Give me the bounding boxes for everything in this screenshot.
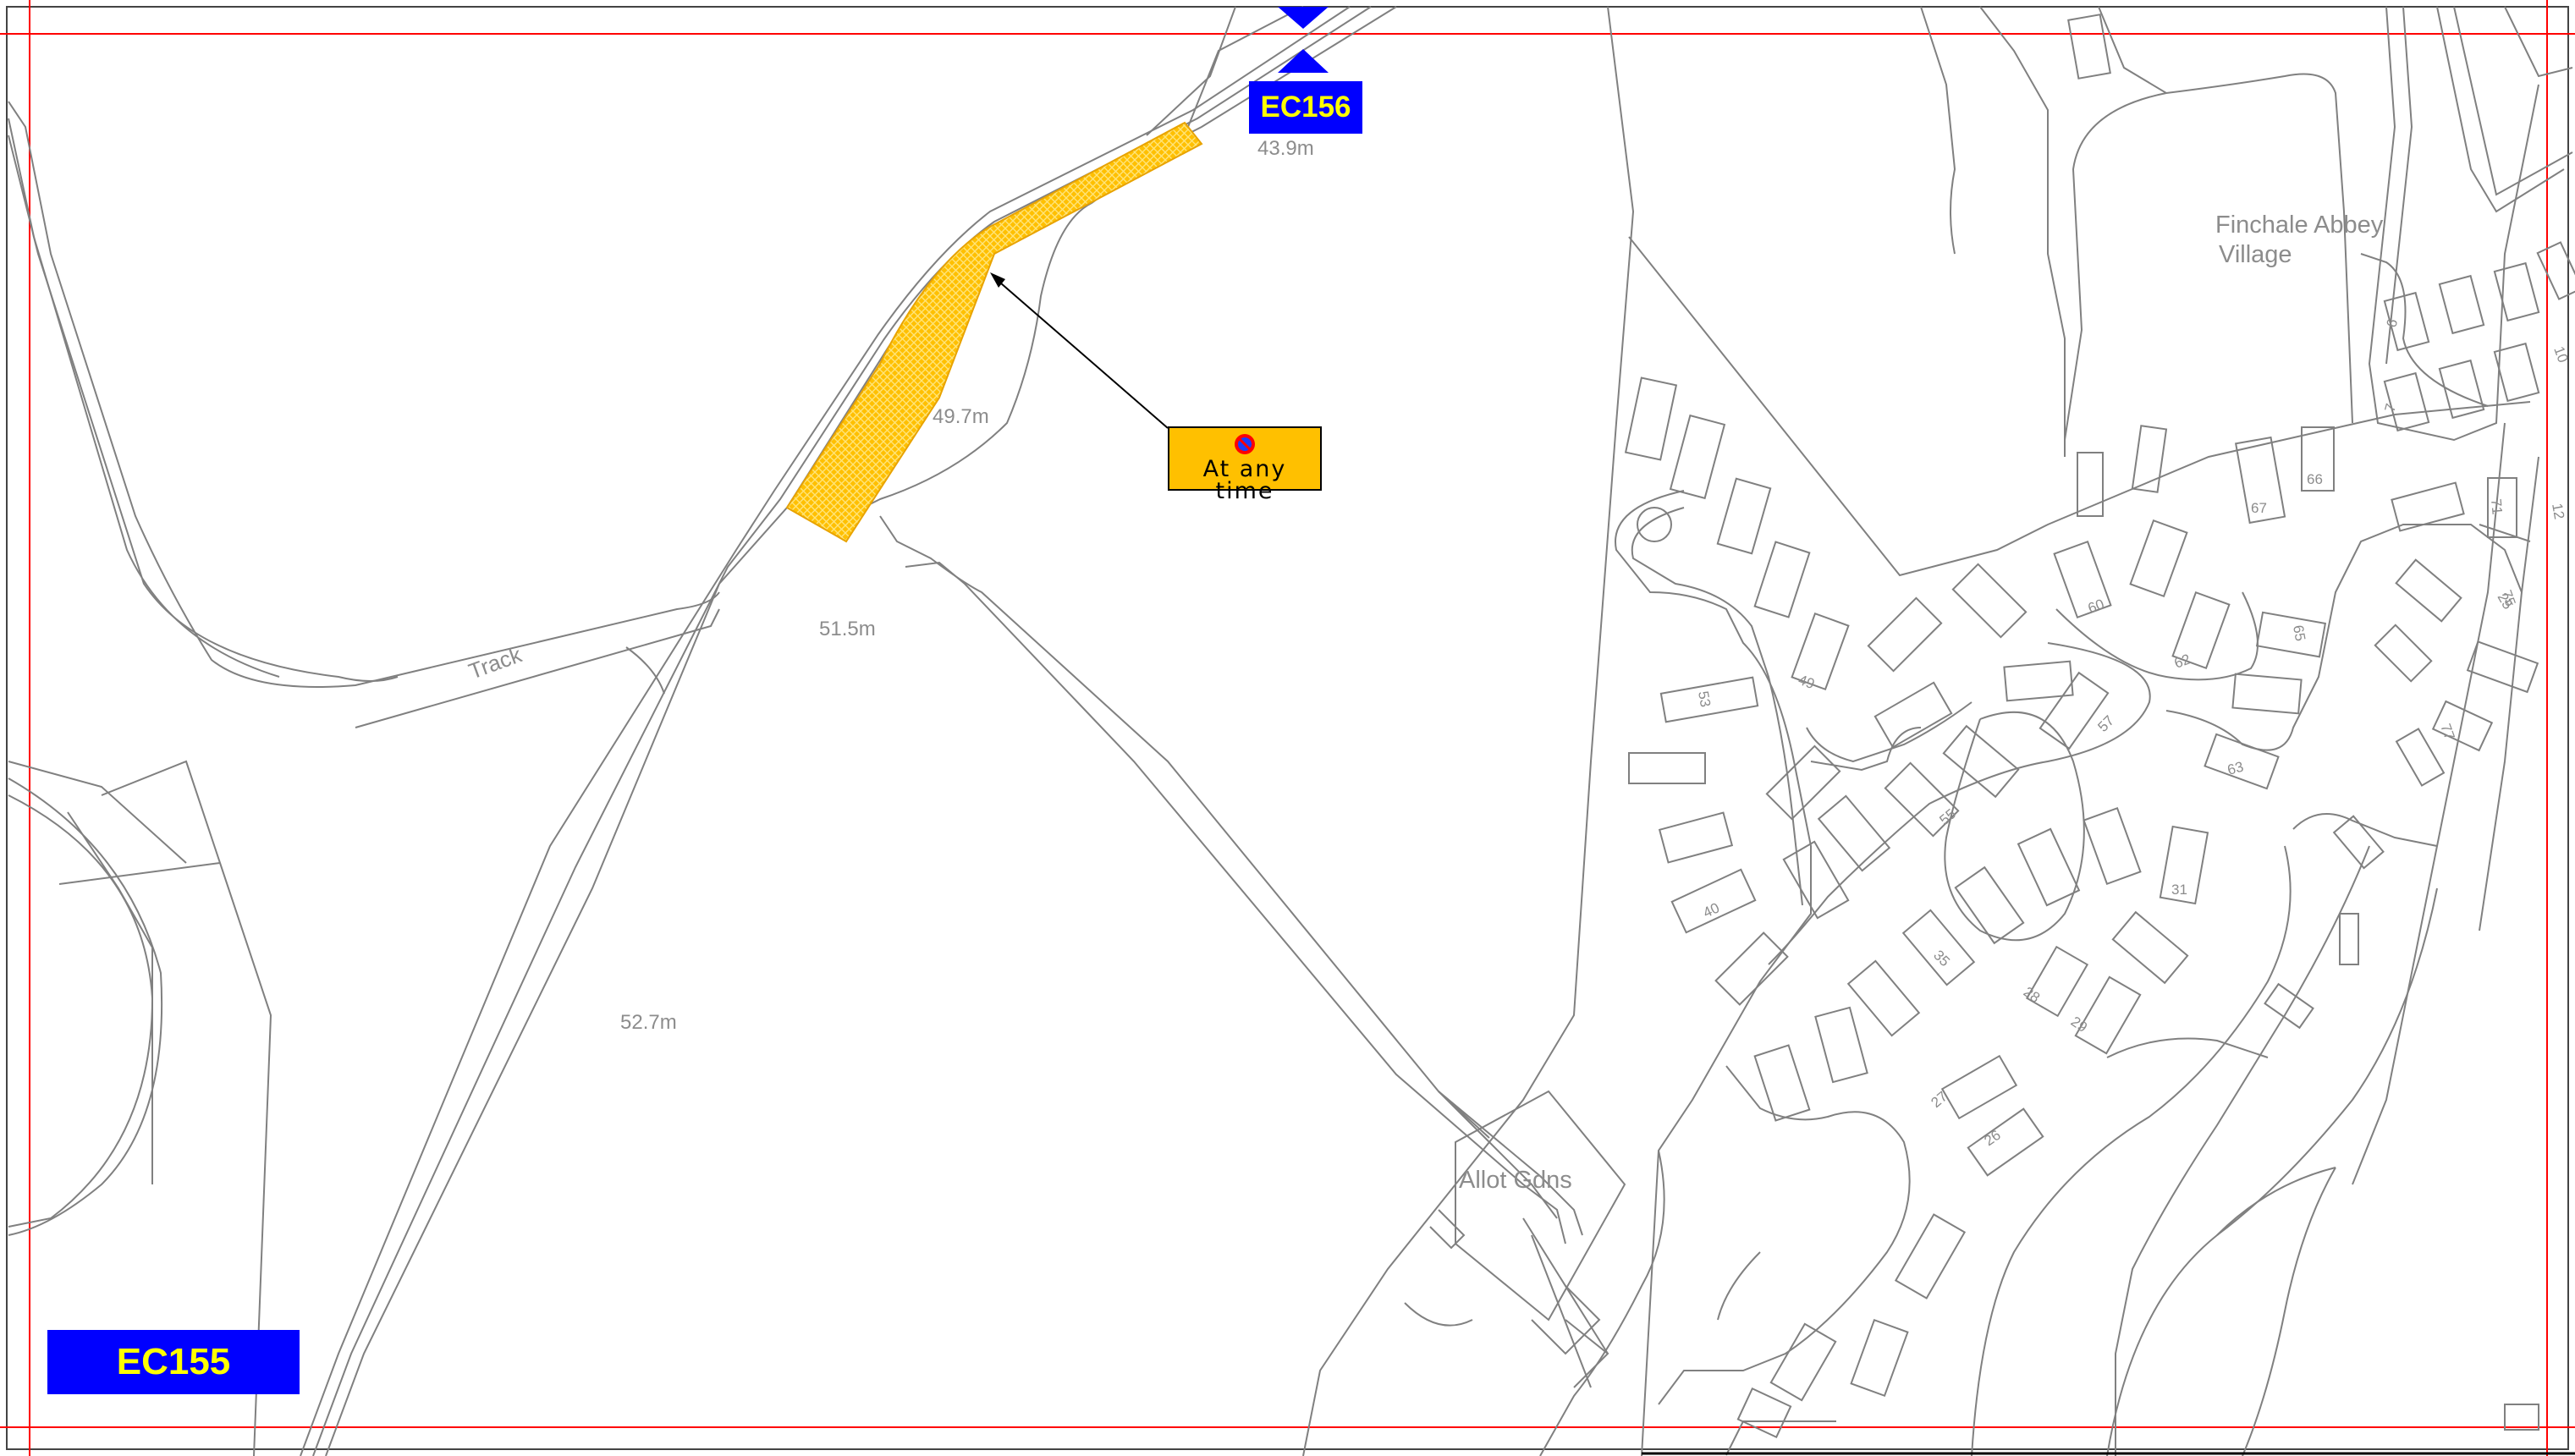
house-number: 63	[2226, 759, 2245, 778]
restriction-callout[interactable]: At any time	[1168, 426, 1322, 503]
no-waiting-icon	[1235, 434, 1255, 454]
road-linework	[8, 6, 1583, 1456]
allotments-label: Allot Gdns	[1459, 1167, 1572, 1194]
house-numbers: 6 7 10 12 25 26 27 28 29 31 35 40 49 53 …	[1695, 317, 2572, 1149]
house-number: 6	[2384, 317, 2402, 329]
sheet-reference-badge-current[interactable]: EC156	[1249, 81, 1362, 134]
sheet-link-arrow-up[interactable]	[1278, 7, 1329, 29]
sheet-reference-badge-adjacent[interactable]: EC155	[47, 1330, 300, 1394]
village-name-line-1: Finchale Abbey	[2215, 212, 2384, 239]
sheet-link-arrow-down[interactable]	[1278, 49, 1329, 73]
spot-heights: 43.9m 49.7m 51.5m 52.7m	[620, 137, 1314, 1034]
restriction-zone	[785, 121, 1203, 543]
spot-height-label: 43.9m	[1257, 137, 1314, 160]
leader-arrowhead	[990, 272, 1005, 288]
village-name-line-2: Village	[2219, 241, 2292, 268]
house-number: 26	[1981, 1127, 2003, 1149]
house-number: 12	[2549, 502, 2567, 520]
allotment-plot	[1429, 1090, 1626, 1355]
house-number: 71	[2488, 498, 2506, 516]
house-number: 28	[2021, 984, 2043, 1006]
spot-height-label: 51.5m	[819, 618, 876, 640]
house-number: 66	[2307, 471, 2323, 487]
buildings	[1624, 14, 2575, 1439]
track-label: Track	[465, 641, 525, 684]
house-number: 67	[2251, 500, 2267, 516]
house-number: 31	[2171, 882, 2187, 898]
house-number: 65	[2290, 624, 2308, 642]
leader-line	[993, 277, 1169, 429]
spot-height-label: 49.7m	[933, 405, 989, 428]
settlement-linework	[1302, 6, 2573, 1456]
spot-height-label: 52.7m	[620, 1011, 677, 1034]
house-number: 53	[1695, 690, 1714, 708]
house-number: 57	[2094, 712, 2117, 735]
house-number: 35	[1930, 947, 1953, 970]
house-number: 27	[1928, 1088, 1951, 1111]
house-number: 49	[1796, 672, 1817, 692]
house-number: 62	[2172, 651, 2193, 671]
restriction-text: At any time	[1202, 456, 1287, 504]
